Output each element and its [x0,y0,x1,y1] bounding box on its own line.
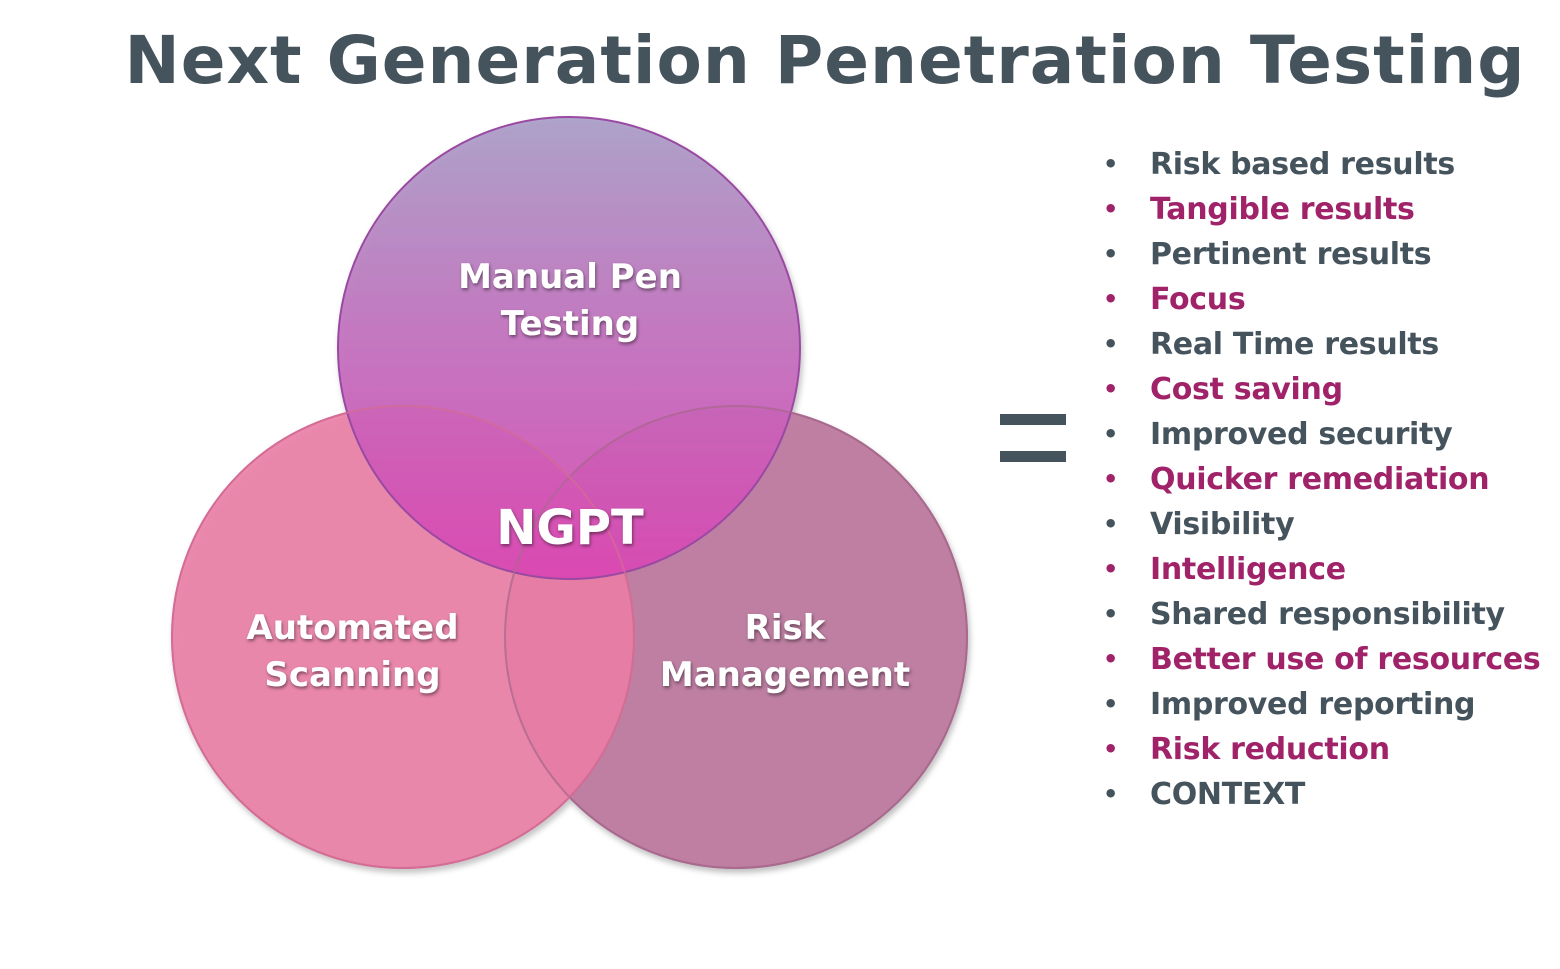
benefit-item: • Focus [1100,277,1540,322]
benefit-item: • Intelligence [1100,547,1540,592]
benefit-text: Better use of resources [1150,642,1541,677]
venn-label-manual-line1: Manual Pen [458,257,682,297]
benefit-item: • Quicker remediation [1100,457,1540,502]
benefit-text: Risk based results [1150,147,1455,182]
venn-center-label: NGPT [496,500,644,556]
venn-label-risk-line1: Risk [744,608,826,648]
benefit-item: • Visibility [1100,502,1540,547]
benefit-item: • Risk reduction [1100,727,1540,772]
venn-label-automated-scanning: Automated Scanning [200,605,505,699]
benefit-item: • Cost saving [1100,367,1540,412]
venn-label-manual-pen-testing: Manual Pen Testing [420,254,720,348]
benefit-text: Shared responsibility [1150,597,1505,632]
benefit-text: CONTEXT [1150,777,1306,812]
bullet-icon: • [1103,465,1119,493]
benefit-text: Improved security [1150,417,1453,452]
benefit-item: • Improved security [1100,412,1540,457]
bullet-icon: • [1103,600,1119,628]
bullet-icon: • [1103,690,1119,718]
bullet-icon: • [1103,330,1119,358]
benefits-list: • Risk based results • Tangible results • P… [1100,142,1541,817]
bullet-icon: • [1103,240,1119,268]
benefit-text: Cost saving [1150,372,1343,407]
benefit-item: • Improved reporting [1100,682,1540,727]
benefit-text: Real Time results [1150,327,1439,362]
venn-circle-top [337,116,801,580]
bullet-icon: • [1103,510,1119,538]
benefit-text: Improved reporting [1150,687,1476,722]
page-title: Next Generation Penetration Testing [124,22,1526,99]
benefit-text: Visibility [1150,507,1295,542]
venn-label-risk-line2: Management [659,655,911,695]
benefit-item: • Risk based results [1100,142,1540,187]
benefit-item: • CONTEXT [1100,772,1540,817]
equals-bar-bottom [1000,451,1066,462]
bullet-icon: • [1103,375,1119,403]
benefit-text: Pertinent results [1150,237,1432,272]
benefit-item: • Tangible results [1100,187,1540,232]
bullet-icon: • [1103,645,1119,673]
benefit-item: • Pertinent results [1100,232,1540,277]
benefit-text: Risk reduction [1150,732,1390,767]
venn-label-manual-line2: Testing [500,304,640,344]
benefit-item: • Shared responsibility [1100,592,1540,637]
bullet-icon: • [1103,735,1119,763]
benefit-text: Intelligence [1150,552,1346,587]
bullet-icon: • [1103,195,1119,223]
venn-label-auto-line1: Automated [246,608,459,648]
bullet-icon: • [1103,555,1119,583]
venn-label-risk-management: Risk Management [630,605,940,699]
benefit-text: Quicker remediation [1150,462,1490,497]
benefit-text: Tangible results [1150,192,1415,227]
benefit-item: • Real Time results [1100,322,1540,367]
equals-bar-top [1000,414,1066,425]
venn-label-auto-line2: Scanning [264,655,441,695]
equals-sign-icon [1000,414,1066,462]
bullet-icon: • [1103,285,1119,313]
benefit-item: • Better use of resources [1100,637,1541,682]
venn-diagram [171,116,968,869]
bullet-icon: • [1103,780,1119,808]
bullet-icon: • [1103,420,1119,448]
bullet-icon: • [1103,150,1119,178]
benefit-text: Focus [1150,282,1246,317]
